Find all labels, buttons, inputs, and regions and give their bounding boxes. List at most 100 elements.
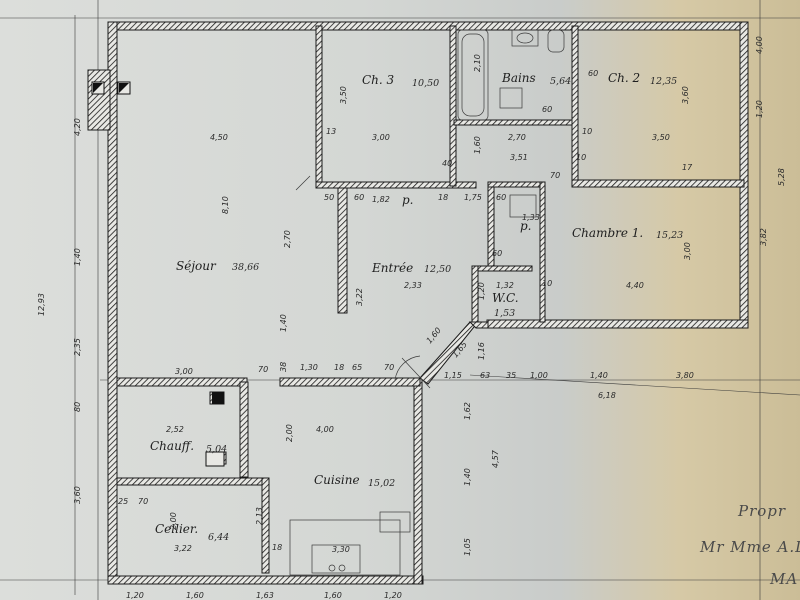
room-area-chambre1: 15,23 xyxy=(656,230,683,241)
dim-bottom-3: 1,63 xyxy=(256,591,274,600)
dim-right-far: 5,28 xyxy=(777,168,786,186)
dim-ch2-width: 3,50 xyxy=(652,133,670,142)
outer-walls xyxy=(107,21,749,585)
dim-n13: 13 xyxy=(326,127,336,136)
dim-left-bottom: 3,60 xyxy=(73,486,82,504)
dim-n120: 1,20 xyxy=(477,282,486,300)
dim-cuisine-sink: 3,30 xyxy=(332,545,350,554)
dim-n70-c: 70 xyxy=(384,363,394,372)
dim-cuisine-v2: 1,40 xyxy=(463,468,472,486)
dim-n25: 25 xyxy=(118,497,128,506)
owner-line-3: MA xyxy=(769,570,798,588)
dim-cellier-side: 2,13 xyxy=(255,507,264,525)
room-area-cellier: 6,44 xyxy=(208,532,229,543)
dim-n70-a: 70 xyxy=(550,171,560,180)
dim-right-mid: 3,82 xyxy=(759,228,768,246)
wc-fixture xyxy=(509,194,537,218)
dim-sejour-depth: 8,10 xyxy=(221,196,230,214)
dim-cuisine-depth: 2,00 xyxy=(285,424,294,442)
room-name-ch2: Ch. 2 xyxy=(608,71,640,85)
owner-title-block: Propr Mr Mme A.L MA xyxy=(699,502,800,588)
dim-low-right-3: 35 xyxy=(506,371,516,380)
dim-low-right-2: 63 xyxy=(480,371,490,380)
room-name-bains: Bains xyxy=(501,71,536,85)
owner-line-2: Mr Mme A.L xyxy=(699,538,800,556)
dim-bottom-5: 1,20 xyxy=(384,591,402,600)
dim-right-outer: 4,00 xyxy=(755,36,764,54)
dim-n70-d: 70 xyxy=(138,497,148,506)
room-name-entree: Entrée xyxy=(371,261,413,275)
dim-n38: 38 xyxy=(279,362,288,372)
dim-low-right-5: 1,40 xyxy=(590,371,608,380)
dim-right-top: 1,20 xyxy=(755,100,764,118)
dim-chambre1-depth: 3,00 xyxy=(683,242,692,260)
interior-walls xyxy=(116,25,745,574)
room-name-chauff: Chauff. xyxy=(150,439,194,453)
owner-line-1: Propr xyxy=(737,502,786,520)
dim-placard-w: 1,82 xyxy=(372,195,390,204)
room-area-ch2: 12,35 xyxy=(650,76,677,87)
room-name-chambre1: Chambre 1. xyxy=(572,226,643,240)
dim-bains-width: 2,70 xyxy=(508,133,526,142)
dim-n60-b: 60 xyxy=(542,105,552,114)
dim-low-right-6: 3,80 xyxy=(676,371,694,380)
boiler xyxy=(205,392,225,467)
dim-left-total: 12,93 xyxy=(37,293,46,316)
dim-sejour-lower: 3,00 xyxy=(175,367,193,376)
dim-n70-b: 70 xyxy=(258,365,268,374)
bathtub xyxy=(457,29,489,121)
dim-sejour-width: 4,50 xyxy=(210,133,228,142)
dim-n50: 50 xyxy=(324,193,334,202)
dim-cellier-depth: 2,00 xyxy=(169,512,178,530)
room-name-cuisine: Cuisine xyxy=(314,473,360,487)
dim-chambre1-width: 4,40 xyxy=(626,281,644,290)
dim-left-mid: 1,40 xyxy=(73,248,82,266)
dimension-labels: 4,50 8,10 3,00 3,00 3,50 2,70 2,10 3,51 … xyxy=(37,36,786,600)
dim-n10-b: 10 xyxy=(576,153,586,162)
dim-low-right-total: 6,18 xyxy=(598,391,616,400)
dim-n60-c: 60 xyxy=(588,69,598,78)
kitchen-counter xyxy=(289,511,411,576)
room-area-ch3: 10,50 xyxy=(412,78,439,89)
dim-entree-w: 2,33 xyxy=(404,281,422,290)
dim-n60-e: 60 xyxy=(496,193,506,202)
dim-bottom-1: 1,20 xyxy=(126,591,144,600)
dim-n60-d: 60 xyxy=(492,249,502,258)
dim-chauff-width: 2,52 xyxy=(166,425,184,434)
dim-left-tiny: 80 xyxy=(73,402,82,412)
dim-bottom-2: 1,60 xyxy=(186,591,204,600)
room-area-wc: 1,53 xyxy=(494,308,515,319)
dim-n140: 1,40 xyxy=(279,314,288,332)
room-area-sejour: 38,66 xyxy=(232,262,259,273)
dim-wc-width: 1,32 xyxy=(496,281,514,290)
dim-n18-a: 18 xyxy=(438,193,448,202)
door-swings xyxy=(295,175,431,389)
dim-low-right-1: 1,15 xyxy=(444,371,462,380)
dim-bottom-4: 1,60 xyxy=(324,591,342,600)
dim-n40-a: 40 xyxy=(442,159,452,168)
dim-cuisine-v1: 1,62 xyxy=(463,402,472,420)
chimney-symbols xyxy=(87,69,131,131)
dim-n10-c: 10 xyxy=(542,279,552,288)
dim-low-right-4: 1,00 xyxy=(530,371,548,380)
dim-ch3-width: 3,00 xyxy=(372,133,390,142)
dim-cuisine-v4: 1,05 xyxy=(463,538,472,556)
dim-left-top: 4,20 xyxy=(73,118,82,136)
dim-cuisine-width: 4,00 xyxy=(316,425,334,434)
room-area-bains: 5,64 xyxy=(550,76,571,87)
room-name-placard-1: p. xyxy=(402,193,414,207)
room-area-entree: 12,50 xyxy=(424,264,451,275)
dim-entree-h: 2,70 xyxy=(283,230,292,248)
dim-n18-b: 18 xyxy=(334,363,344,372)
dim-cellier-width: 3,22 xyxy=(174,544,192,553)
room-area-chauff: 5,04 xyxy=(206,444,227,455)
room-area-cuisine: 15,02 xyxy=(368,478,395,489)
dim-bains-sub: 3,51 xyxy=(510,153,528,162)
dim-n17: 17 xyxy=(682,163,693,172)
room-name-ch3: Ch. 3 xyxy=(362,73,395,87)
room-name-sejour: Séjour xyxy=(176,259,217,273)
dim-n60-a: 60 xyxy=(354,193,364,202)
dim-n116: 1,16 xyxy=(477,342,486,360)
room-name-placard-2: p. xyxy=(520,219,532,233)
